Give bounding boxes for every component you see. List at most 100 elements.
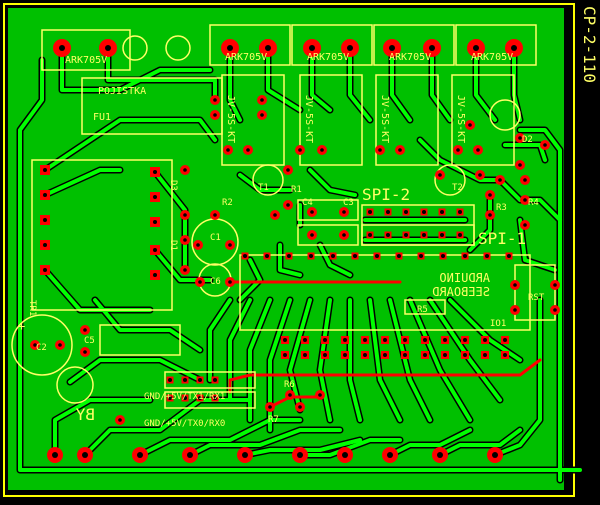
- pad-ic-bot-7-hole: [423, 338, 427, 342]
- label-c6: C6: [210, 277, 221, 287]
- pad-ic1-0-hole: [243, 254, 247, 258]
- pad-terminal-2-hole: [227, 45, 233, 51]
- track-46: [418, 138, 462, 172]
- pad-spi1-4-hole: [440, 233, 444, 237]
- pad-misc-42-hole: [33, 343, 37, 347]
- pad-ic1-1-hole: [265, 254, 269, 258]
- pad-misc-0-hole: [213, 98, 217, 102]
- pad-misc-37-hole: [553, 308, 557, 312]
- label-ark5: ARK705V: [471, 52, 513, 63]
- pad-bottom-6-hole: [342, 452, 348, 458]
- pad-misc-44-hole: [268, 405, 272, 409]
- pad-misc-34-hole: [523, 198, 527, 202]
- track-53: [518, 128, 562, 482]
- label-ark2: ARK705V: [225, 52, 267, 63]
- pad-spi1-3-hole: [422, 233, 426, 237]
- track-29: [248, 298, 272, 422]
- pad-ic-top-0-hole: [283, 353, 287, 357]
- track-4: [266, 46, 302, 112]
- board-title: CP-2-110: [580, 6, 599, 83]
- pad-ic-top-11-hole: [503, 353, 507, 357]
- track-18: [53, 398, 152, 457]
- outline-relay2: [299, 74, 363, 166]
- outline-c4c3: [297, 199, 359, 221]
- label-c5: C5: [84, 336, 95, 346]
- outline-transformer: [31, 159, 173, 311]
- pad-terminal-0-hole: [59, 45, 65, 51]
- outline-ic1: [239, 254, 531, 331]
- pad-terminal-6-hole: [389, 45, 395, 51]
- pad-ic-top-10-hole: [483, 353, 487, 357]
- pad-spi1-1-hole: [386, 233, 390, 237]
- pad-misc-9-hole: [398, 148, 402, 152]
- pad-misc-40-hole: [83, 328, 87, 332]
- label-r6: R6: [284, 380, 295, 390]
- pad-hdr2-1-hole: [183, 396, 187, 400]
- pad-bottom-7-hole: [387, 452, 393, 458]
- board-outline: [3, 3, 575, 497]
- pad-ic-top-5-hole: [383, 353, 387, 357]
- pad-ic-bot-0-hole: [283, 338, 287, 342]
- track-33: [348, 298, 362, 422]
- pad-misc-33-hole: [488, 213, 492, 217]
- pad-ic1-9-hole: [441, 254, 445, 258]
- pad-tr-2-hole: [43, 218, 47, 222]
- track-17: [68, 358, 202, 384]
- pad-ic1-4-hole: [331, 254, 335, 258]
- pad-ic-bot-6-hole: [403, 338, 407, 342]
- pad-misc-21-hole: [213, 213, 217, 217]
- red-track-2: [228, 358, 542, 394]
- pad-ic-top-6-hole: [403, 353, 407, 357]
- outline-t2: [434, 164, 466, 196]
- pad-terminal-3-hole: [265, 45, 271, 51]
- track-21: [188, 428, 342, 457]
- pad-bottom-2-hole: [137, 452, 143, 458]
- pad-misc-17-hole: [468, 123, 472, 127]
- label-r4: R4: [528, 198, 539, 208]
- pad-tr-5-hole: [153, 170, 157, 174]
- pad-hdr2-2-hole: [198, 396, 202, 400]
- label-r1: R1: [291, 185, 302, 195]
- label-r5: R5: [417, 305, 428, 315]
- pad-bottom-4-hole: [242, 452, 248, 458]
- pad-misc-39-hole: [513, 308, 517, 312]
- label-spi2: SPI-2: [362, 185, 410, 204]
- track-12: [43, 168, 122, 197]
- pad-ic-top-8-hole: [443, 353, 447, 357]
- pad-ic-top-2-hole: [323, 353, 327, 357]
- pad-tr-1-hole: [43, 193, 47, 197]
- pad-hdr1-2-hole: [198, 378, 202, 382]
- pad-terminal-4-hole: [309, 45, 315, 51]
- pad-ic-bot-4-hole: [363, 338, 367, 342]
- pad-ic-bot-9-hole: [463, 338, 467, 342]
- track-42: [518, 218, 557, 272]
- label-gnd-tx1: GND/+5V/TX1/RX1: [144, 392, 225, 402]
- label-r7: R7: [268, 415, 279, 425]
- pad-terminal-1-hole: [105, 45, 111, 51]
- pad-ic1-3-hole: [309, 254, 313, 258]
- pad-misc-24-hole: [198, 280, 202, 284]
- pad-misc-1-hole: [213, 113, 217, 117]
- track-9: [474, 46, 497, 122]
- pad-hdr2-3-hole: [213, 396, 217, 400]
- outline-c2: [11, 314, 73, 376]
- track-34: [368, 298, 402, 422]
- outline-relay4: [451, 74, 515, 166]
- label-seeboard: SEEBOARD: [432, 285, 490, 299]
- label-spi1: SPI-1: [478, 229, 526, 248]
- pad-ic1-5-hole: [353, 254, 357, 258]
- pad-spi2-1-hole: [386, 210, 390, 214]
- pad-misc-36-hole: [553, 283, 557, 287]
- pad-ic-bot-10-hole: [483, 338, 487, 342]
- pad-misc-50-hole: [183, 238, 187, 242]
- outline-hole3: [122, 35, 148, 61]
- pad-misc-48-hole: [183, 168, 187, 172]
- pad-ic-bot-8-hole: [443, 338, 447, 342]
- pad-misc-3-hole: [260, 113, 264, 117]
- pad-misc-2-hole: [260, 98, 264, 102]
- pad-ic-top-3-hole: [343, 353, 347, 357]
- pad-misc-15-hole: [523, 178, 527, 182]
- pad-misc-7-hole: [320, 148, 324, 152]
